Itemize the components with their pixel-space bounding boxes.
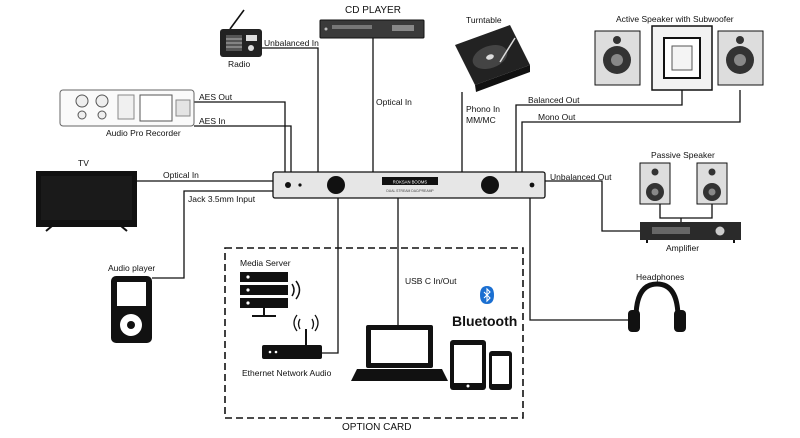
passive-speaker-label: Passive Speaker <box>651 150 715 160</box>
display-panel <box>382 177 438 185</box>
mm-mc-label: MM/MC <box>466 115 496 125</box>
bluetooth-logo-icon <box>480 286 494 304</box>
jack-line <box>152 190 273 279</box>
balanced-out-label: Balanced Out <box>528 95 580 105</box>
aes-in-line <box>194 125 292 172</box>
mono-out-label: Mono Out <box>538 112 576 122</box>
amplifier-icon <box>640 222 741 243</box>
audio-pro-recorder-icon <box>59 89 195 127</box>
ethernet-line <box>322 198 339 354</box>
device-brand-text: ROKSAN BOOMS <box>393 180 428 185</box>
option-card-label: OPTION CARD <box>342 422 412 433</box>
ethernet-label: Ethernet Network Audio <box>242 368 332 378</box>
tablet-icon <box>450 340 486 390</box>
mono-out-line <box>521 90 741 172</box>
input-knob <box>327 176 345 194</box>
radio-icon <box>220 9 262 57</box>
tv-icon <box>36 171 137 232</box>
optical-in-tv-label: Optical In <box>163 170 199 180</box>
aes-out-line <box>194 101 286 172</box>
connection-lines <box>136 38 741 419</box>
phono-in-label: Phono In <box>466 104 501 114</box>
active-speaker-label: Active Speaker with Subwoofer <box>616 14 734 24</box>
turntable-icon <box>455 25 530 92</box>
balanced-out-line <box>515 90 683 172</box>
unbalanced-out-line <box>545 180 640 232</box>
headphones-icon <box>628 281 686 332</box>
turntable-label: Turntable <box>466 15 502 25</box>
aes-out-label: AES Out <box>199 92 233 102</box>
radio-line <box>262 47 319 172</box>
speaker-wires <box>659 204 713 222</box>
media-server-label: Media Server <box>240 258 291 268</box>
volume-knob <box>481 176 499 194</box>
radio-label: Radio <box>228 59 251 69</box>
audio-player-label: Audio player <box>108 263 156 273</box>
jack-input-label: Jack 3.5mm Input <box>188 194 256 204</box>
usb-label: USB C In/Out <box>405 276 457 286</box>
aes-in-label: AES In <box>199 116 226 126</box>
headphones-line <box>529 198 630 321</box>
cd-player-icon <box>319 19 425 39</box>
cd-player-label: CD PLAYER <box>345 5 401 16</box>
router-icon <box>262 314 322 359</box>
headphones-label: Headphones <box>636 272 685 282</box>
option-card-box <box>224 247 524 419</box>
media-server-icon <box>240 272 301 317</box>
phone-icon <box>489 351 512 390</box>
active-speaker-icon <box>594 25 764 91</box>
unbalanced-in-label: Unbalanced In <box>264 38 319 48</box>
laptop-icon <box>351 325 448 381</box>
optical-in-cd-label: Optical In <box>376 97 412 107</box>
unbalanced-out-label: Unbalanced Out <box>550 172 612 182</box>
device-model-text: DUAL STREAM DAC/PREAMP <box>386 189 434 193</box>
audio-pro-recorder-label: Audio Pro Recorder <box>106 128 181 138</box>
dac-preamp-unit: ROKSAN BOOMS DUAL STREAM DAC/PREAMP <box>272 171 546 199</box>
audio-player-icon <box>111 276 152 343</box>
tv-label: TV <box>78 158 89 168</box>
passive-speaker-icon <box>639 162 728 205</box>
amplifier-label: Amplifier <box>666 243 700 253</box>
bluetooth-label: Bluetooth <box>452 313 518 329</box>
